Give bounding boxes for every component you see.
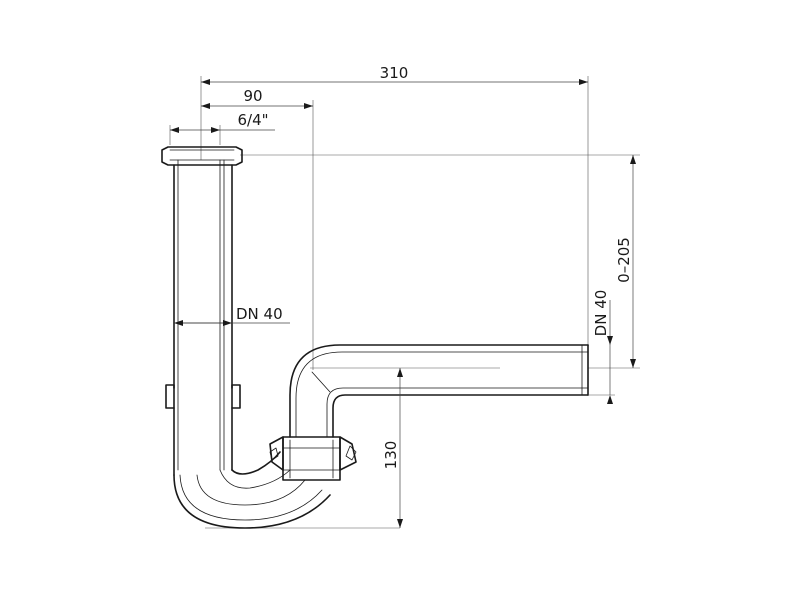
outlet-pipe <box>289 344 589 438</box>
label-trap-height: 130 <box>382 441 400 470</box>
label-dn-vertical: DN 40 <box>236 305 283 323</box>
trap-bend <box>173 451 331 529</box>
trap-union <box>269 436 357 481</box>
dimension-dn-horizontal <box>588 300 615 404</box>
dimension-height-adjust <box>630 155 636 368</box>
dimension-inlet-offset <box>201 103 313 109</box>
label-dn-horizontal: DN 40 <box>592 290 610 337</box>
label-inlet-offset: 90 <box>243 87 262 105</box>
label-overall-width: 310 <box>380 64 409 82</box>
dimension-trap-height <box>397 368 403 528</box>
extension-lines <box>169 76 640 529</box>
dimension-dn-vertical <box>174 320 290 326</box>
label-inlet-thread: 6/4" <box>237 111 268 129</box>
dimension-overall-width <box>201 79 588 85</box>
label-height-adjust: 0–205 <box>615 237 633 283</box>
inlet-tube <box>161 146 243 476</box>
dimension-thread <box>170 127 275 133</box>
